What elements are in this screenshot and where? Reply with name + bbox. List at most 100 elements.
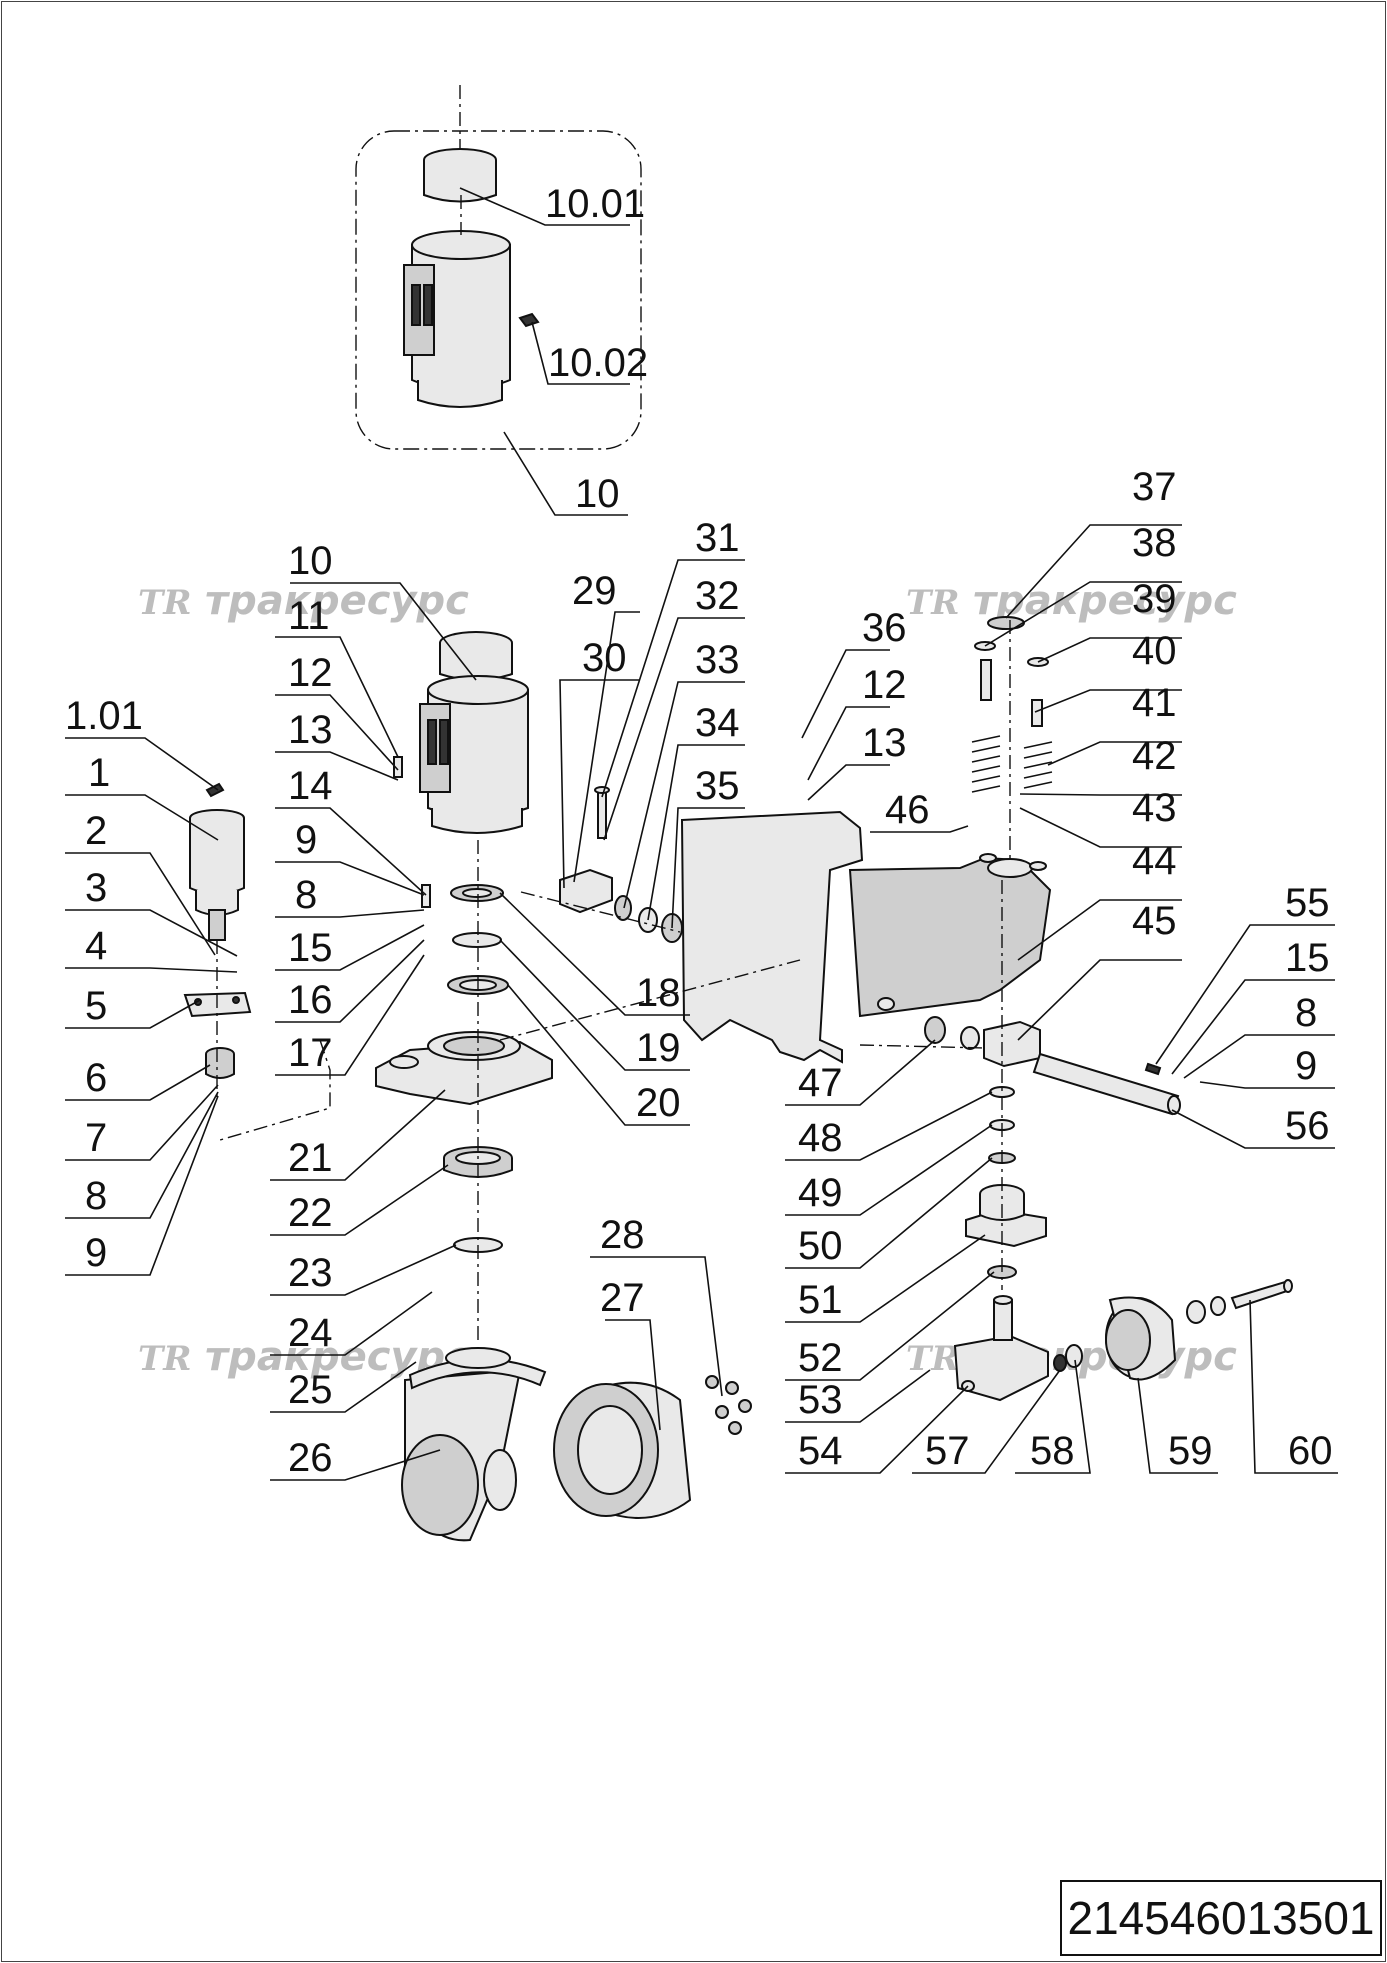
label-33: 33 [695,638,740,682]
label-43: 43 [1132,786,1177,830]
part-housing-21 [375,1031,553,1106]
leader-lines [65,187,1338,1481]
label-31: 31 [695,516,740,560]
watermark-text: тракресурс [973,578,1237,624]
label-48: 48 [798,1116,843,1160]
label-10.01: 10.01 [545,182,645,226]
assembly-axes [216,620,1011,1340]
label-10: 10 [288,539,333,583]
part-bolt-14 [421,884,431,908]
label-4: 4 [85,924,107,968]
part-pivot-57 [953,1295,1049,1402]
label-58: 58 [1030,1429,1075,1473]
label-7: 7 [85,1116,107,1160]
part-coupling-6 [205,1047,235,1079]
label-15-right: 15 [1285,936,1330,980]
label-28: 28 [600,1213,645,1257]
label-39: 39 [1132,577,1177,621]
watermark-logo: TR [906,1339,960,1379]
label-12-left: 12 [288,651,333,695]
label-20: 20 [636,1081,681,1125]
label-10-inset: 10 [575,472,620,516]
label-19: 19 [636,1026,681,1070]
label-55: 55 [1285,881,1330,925]
label-38: 38 [1132,521,1177,565]
label-18: 18 [636,971,681,1015]
label-27: 27 [600,1276,645,1320]
inset-motor [403,148,540,408]
label-8-mid: 8 [295,873,317,917]
part-wheel-27 [553,1381,692,1519]
label-53: 53 [798,1378,843,1422]
part-block-30 [559,868,613,914]
watermark-text: тракресурс [205,578,469,624]
part-ring-47 [924,1016,980,1050]
label-17: 17 [288,1031,333,1075]
label-49: 49 [798,1171,843,1215]
label-25: 25 [288,1368,333,1412]
watermark-logo: TR [138,1339,192,1379]
part-axle-60 [1230,1279,1293,1310]
part-bearings-58 [1053,1296,1226,1372]
part-bolts-28 [705,1375,752,1435]
label-6: 6 [85,1056,107,1100]
label-21: 21 [288,1136,333,1180]
label-9-mid: 9 [295,818,317,862]
part-frame-44 [680,810,1052,1064]
label-12-right: 12 [862,663,907,707]
label-8-left: 8 [85,1174,107,1218]
part-bolt-31 [594,786,610,839]
label-14: 14 [288,764,333,808]
watermark-logo: TR [906,583,960,623]
label-44: 44 [1132,839,1177,883]
label-13-left: 13 [288,708,333,752]
part-pin-55 [1144,1062,1162,1076]
label-26: 26 [288,1436,333,1480]
label-9-right: 9 [1295,1044,1317,1088]
label-10.02: 10.02 [548,341,648,385]
part-bracket-51 [965,1184,1047,1248]
label-57: 57 [925,1429,970,1473]
label-56: 56 [1285,1104,1330,1148]
label-1.01: 1.01 [65,694,143,738]
callout-labels: 10.01 10.02 10 10 11 12 13 14 9 8 15 16 … [65,182,1333,1480]
label-22: 22 [288,1191,333,1235]
label-41: 41 [1132,681,1177,725]
part-motor-1 [189,782,245,941]
label-24: 24 [288,1311,333,1355]
label-23: 23 [288,1251,333,1295]
part-ring-18 [452,932,502,948]
label-1: 1 [88,751,110,795]
part-bearing-19 [450,884,504,902]
label-5: 5 [85,984,107,1028]
label-50: 50 [798,1224,843,1268]
label-9-left: 9 [85,1231,107,1275]
part-springs-40 [971,616,1053,793]
label-54: 54 [798,1429,843,1473]
label-52: 52 [798,1336,843,1380]
inset-frame [355,130,642,450]
watermark-logo: TR [138,583,192,623]
label-47: 47 [798,1061,843,1105]
label-2: 2 [85,809,107,853]
label-13-right: 13 [862,721,907,765]
label-29: 29 [572,569,617,613]
label-3: 3 [85,866,107,910]
part-fork-26 [401,1347,547,1542]
watermark-top-right: TR тракресурс [906,578,1237,624]
label-42: 42 [1132,734,1177,778]
label-60: 60 [1288,1429,1333,1473]
label-15-mid: 15 [288,926,333,970]
part-block-45 [983,1020,1041,1068]
label-40: 40 [1132,629,1177,673]
label-45: 45 [1132,899,1177,943]
label-16: 16 [288,978,333,1022]
part-axle-56 [1032,1052,1181,1116]
label-46: 46 [885,788,930,832]
label-30: 30 [582,636,627,680]
label-51: 51 [798,1278,843,1322]
label-37: 37 [1132,465,1177,509]
label-59: 59 [1168,1429,1213,1473]
